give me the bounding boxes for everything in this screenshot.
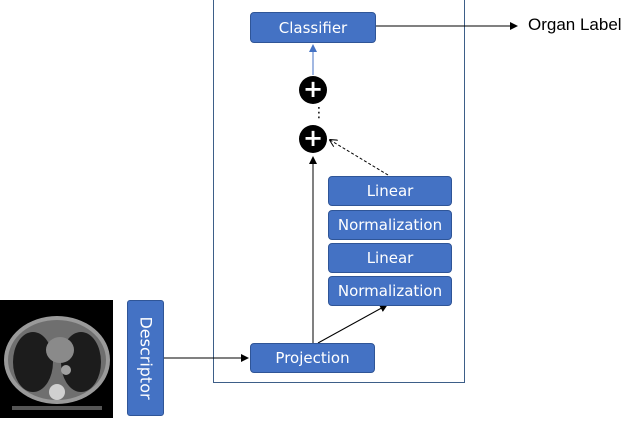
descriptor-box: Descriptor [127, 300, 164, 416]
projection-box: Projection [250, 343, 375, 373]
ct-table [12, 406, 102, 410]
classifier-box: Classifier [250, 12, 376, 43]
classifier-label: Classifier [278, 18, 348, 37]
ct-heart [46, 337, 74, 363]
ct-left-lung [13, 332, 53, 392]
ct-scan-image [0, 300, 113, 418]
linear-label-1: Linear [366, 182, 414, 200]
projection-label: Projection [275, 349, 350, 367]
model-frame [213, 0, 465, 383]
plus-icon-top: + [299, 76, 327, 104]
linear-box-1: Linear [328, 176, 452, 206]
arrow-linear-to-plus [330, 140, 389, 176]
plus-icon-bottom: + [299, 125, 327, 153]
linear-box-2: Linear [328, 243, 452, 273]
ct-aorta [61, 365, 71, 375]
ellipsis-vertical: ⋮ [312, 105, 326, 121]
arrow-projection-to-normalization [317, 304, 388, 344]
normalization-label-1: Normalization [337, 216, 443, 234]
normalization-box-2: Normalization [328, 276, 452, 306]
normalization-box-1: Normalization [328, 210, 452, 240]
normalization-label-2: Normalization [337, 282, 443, 300]
linear-label-2: Linear [366, 249, 414, 267]
organ-label-output: Organ Label [528, 15, 622, 34]
ct-spine [49, 384, 65, 400]
